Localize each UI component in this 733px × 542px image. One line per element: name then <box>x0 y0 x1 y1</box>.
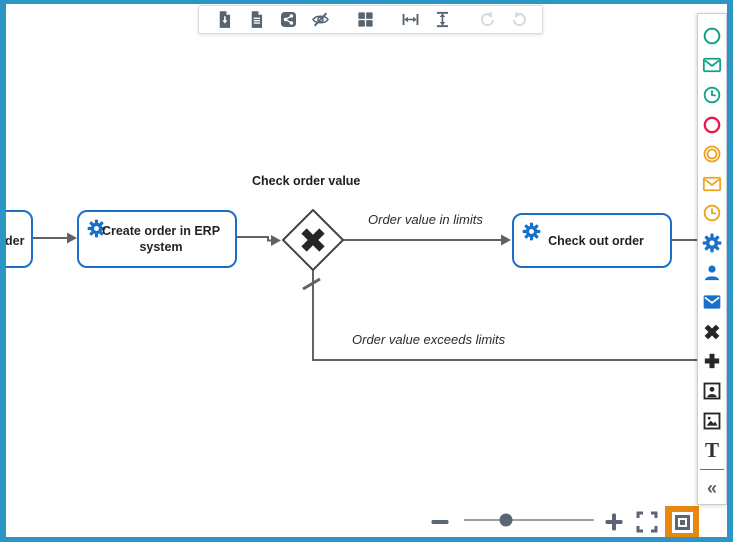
flow-label-in-limits: Order value in limits <box>368 212 483 227</box>
exclusive-gateway-icon[interactable] <box>697 317 727 347</box>
gateway-x-marker <box>301 228 325 252</box>
default-flow-marker <box>302 277 321 291</box>
task-check-out-order[interactable]: Check out order <box>512 213 672 268</box>
service-task-icon[interactable] <box>697 228 727 258</box>
element-palette: T « <box>697 13 727 505</box>
flow-label-exceeds-limits: Order value exceeds limits <box>352 332 506 347</box>
user-task-icon[interactable] <box>697 258 727 288</box>
exclusive-gateway-shape[interactable] <box>282 209 344 271</box>
intermediate-event-icon[interactable] <box>697 139 727 169</box>
fit-height-icon[interactable] <box>433 10 452 29</box>
sequence-flows <box>33 236 697 361</box>
task-partial-label: der <box>5 234 25 248</box>
zoom-slider-handle <box>499 513 513 526</box>
document-icon[interactable] <box>247 10 266 29</box>
zoom-out-icon[interactable] <box>430 512 450 532</box>
export-file-icon[interactable] <box>215 10 234 29</box>
zoom-slider[interactable] <box>463 510 595 535</box>
parallel-gateway-icon[interactable] <box>697 347 727 377</box>
user-image-icon[interactable] <box>697 376 727 406</box>
timer-intermediate-event-icon[interactable] <box>697 199 727 229</box>
redo-icon[interactable] <box>510 10 529 29</box>
end-event-icon[interactable] <box>697 110 727 140</box>
task-create-order-label: Create order in ERP system <box>101 224 221 254</box>
timer-start-event-icon[interactable] <box>697 80 727 110</box>
fit-width-icon[interactable] <box>401 10 420 29</box>
message-intermediate-event-icon[interactable] <box>697 169 727 199</box>
message-start-event-icon[interactable] <box>697 51 727 81</box>
undo-icon[interactable] <box>478 10 497 29</box>
image-icon[interactable] <box>697 406 727 436</box>
task-check-out-order-label: Check out order <box>548 233 644 248</box>
start-event-icon[interactable] <box>697 21 727 51</box>
flow-arrowheads <box>67 232 511 246</box>
minimap-icon <box>671 511 693 533</box>
flow-exceeds-line <box>312 270 697 361</box>
task-partial-left[interactable]: der <box>0 210 33 268</box>
flow-task-to-gateway <box>237 236 271 242</box>
text-icon[interactable]: T <box>704 437 719 462</box>
send-task-icon[interactable] <box>697 287 727 317</box>
fit-viewport-icon[interactable] <box>635 510 659 534</box>
toggle-minimap-button[interactable] <box>665 506 699 538</box>
hide-preview-icon[interactable] <box>311 10 330 29</box>
zoom-in-icon[interactable] <box>604 512 624 532</box>
task-create-order[interactable]: Create order in ERP system <box>77 210 237 268</box>
share-icon[interactable] <box>279 10 298 29</box>
collapse-palette-icon[interactable]: « <box>706 477 717 498</box>
top-toolbar <box>198 5 543 34</box>
palette-divider <box>700 468 724 470</box>
gateway-label: Check order value <box>252 174 361 188</box>
grid-icon[interactable] <box>356 10 375 29</box>
zoom-controls <box>430 503 699 541</box>
